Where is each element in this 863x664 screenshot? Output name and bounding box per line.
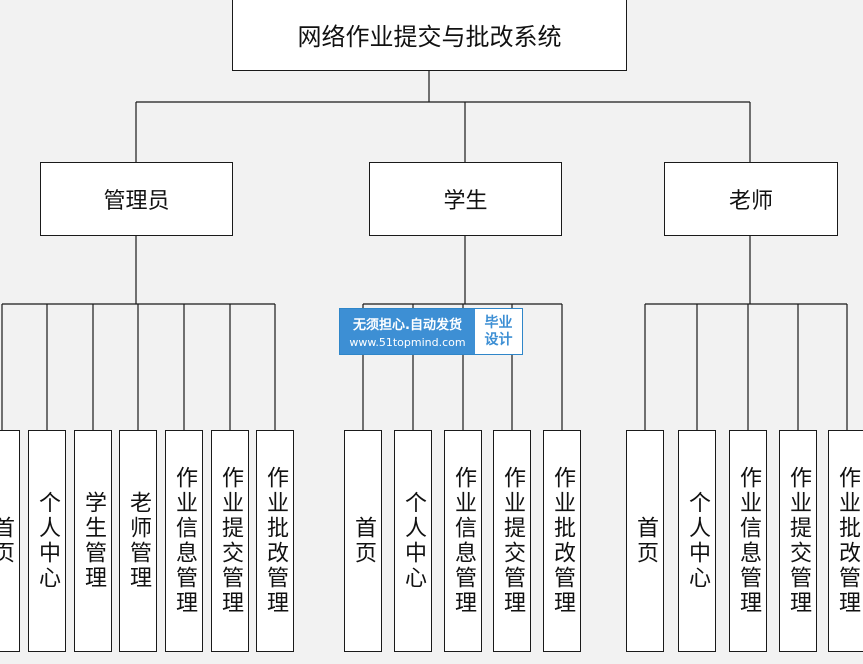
watermark-line2: www.51topmind.com — [349, 336, 466, 349]
student-module-profile: 个人中心 — [394, 430, 432, 652]
root-node: 网络作业提交与批改系统 — [232, 0, 627, 71]
admin-module-homework-grade: 作业批改管理 — [256, 430, 294, 652]
student-module-home: 首页 — [344, 430, 382, 652]
teacher-module-homework-info: 作业信息管理 — [729, 430, 767, 652]
admin-module-homework-info: 作业信息管理 — [165, 430, 203, 652]
watermark-badge: 无须担心.自动发货 www.51topmind.com 毕业设计 — [339, 308, 523, 355]
watermark-line1: 无须担心.自动发货 — [353, 318, 462, 333]
watermark-tag: 毕业设计 — [475, 309, 522, 354]
role-node-admin: 管理员 — [40, 162, 233, 236]
admin-module-student-mgmt: 学生管理 — [74, 430, 112, 652]
admin-module-teacher-mgmt: 老师管理 — [119, 430, 157, 652]
admin-module-profile: 个人中心 — [28, 430, 66, 652]
role-node-student: 学生 — [369, 162, 562, 236]
teacher-module-homework-submit: 作业提交管理 — [779, 430, 817, 652]
teacher-module-homework-grade: 作业批改管理 — [828, 430, 863, 652]
teacher-module-home: 首页 — [626, 430, 664, 652]
teacher-module-profile: 个人中心 — [678, 430, 716, 652]
admin-module-homework-submit: 作业提交管理 — [211, 430, 249, 652]
admin-module-home: 首页 — [0, 430, 20, 652]
student-module-homework-grade: 作业批改管理 — [543, 430, 581, 652]
watermark-text-block: 无须担心.自动发货 www.51topmind.com — [340, 309, 475, 354]
student-module-homework-info: 作业信息管理 — [444, 430, 482, 652]
role-node-teacher: 老师 — [664, 162, 838, 236]
student-module-homework-submit: 作业提交管理 — [493, 430, 531, 652]
